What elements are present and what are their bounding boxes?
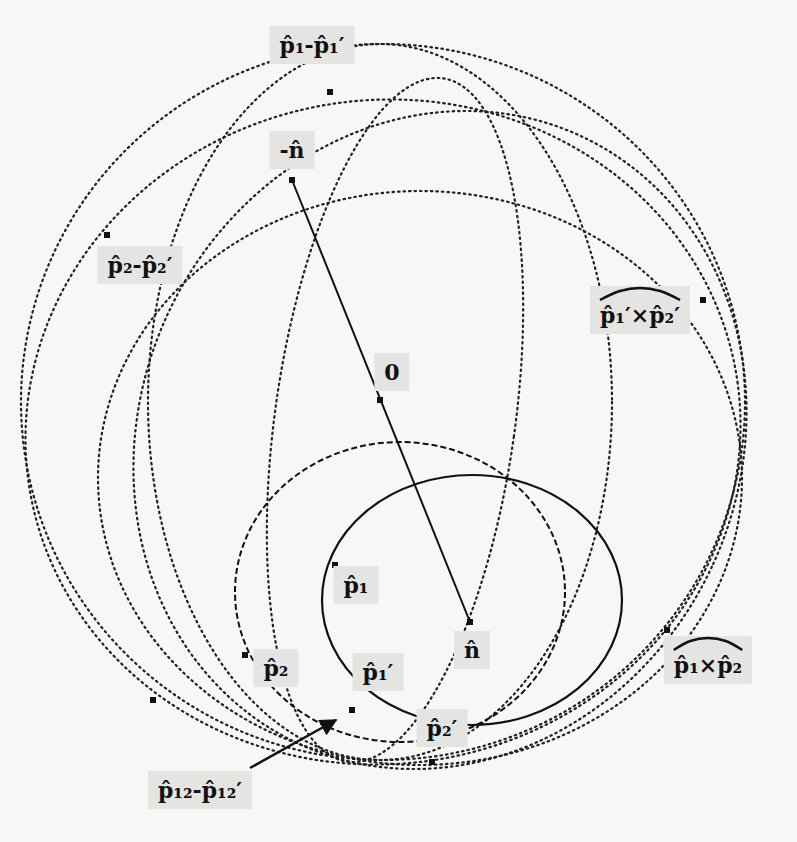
point-dot bbox=[327, 89, 333, 95]
great-circle bbox=[148, 44, 612, 760]
small-circle bbox=[235, 442, 565, 742]
point-label: p̂₂-p̂₂′ bbox=[98, 246, 183, 284]
hat-arc bbox=[600, 288, 680, 300]
point-label: p̂₂ bbox=[253, 649, 298, 687]
point-dot bbox=[242, 652, 248, 658]
wide-hat bbox=[664, 636, 752, 652]
sphere-outline bbox=[21, 44, 745, 760]
great-circle bbox=[0, 53, 784, 810]
point-dot bbox=[349, 707, 355, 713]
point-dot bbox=[700, 297, 706, 303]
great-circle bbox=[27, 10, 797, 842]
point-label: 0 bbox=[374, 353, 409, 391]
point-label: p̂₁ bbox=[333, 566, 378, 604]
point-dot bbox=[150, 697, 156, 703]
axis-line bbox=[292, 180, 470, 622]
point-label: p̂₁₂-p̂₁₂′ bbox=[148, 771, 252, 809]
point-label: p̂₁×p̂₂ bbox=[664, 636, 752, 684]
great-circle bbox=[98, 191, 742, 765]
pointer-arrow bbox=[250, 720, 336, 768]
wide-hat bbox=[590, 286, 690, 302]
point-dot bbox=[664, 627, 670, 633]
point-dot bbox=[467, 619, 473, 625]
hat-arc bbox=[674, 638, 742, 650]
point-dot bbox=[429, 759, 435, 765]
great-circle bbox=[228, 62, 562, 779]
point-label: p̂₂′ bbox=[417, 709, 468, 747]
point-label: -n̂ bbox=[269, 131, 314, 169]
point-dot bbox=[289, 177, 295, 183]
point-label: n̂ bbox=[454, 631, 490, 669]
small-circle bbox=[322, 475, 622, 725]
point-dot bbox=[377, 397, 383, 403]
point-dot bbox=[104, 232, 110, 238]
point-label: p̂₁′ bbox=[353, 653, 404, 691]
point-label: p̂₁′×p̂₂′ bbox=[590, 286, 690, 334]
point-label: p̂₁-p̂₁′ bbox=[270, 26, 355, 64]
